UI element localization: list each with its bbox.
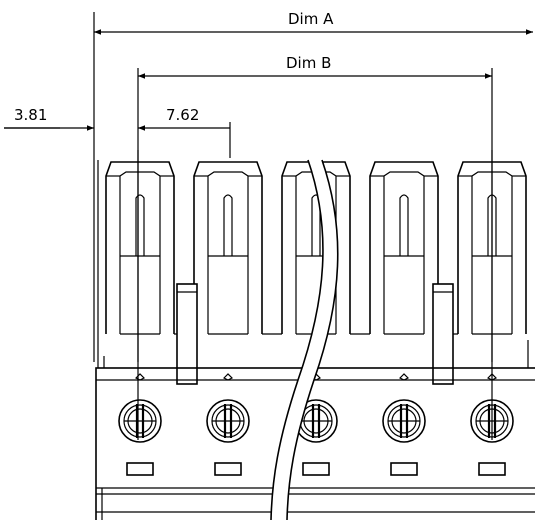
upper-housing: [97, 160, 529, 368]
dim-b-label: Dim B: [286, 54, 331, 72]
pin-socket: [105, 161, 175, 335]
locking-posts: [176, 283, 454, 385]
screw-terminal: [118, 399, 162, 443]
pin-sockets: [105, 161, 527, 335]
terminal-block-body: [95, 367, 535, 520]
position-marker: [486, 373, 498, 381]
position-marker: [134, 373, 146, 381]
position-marker: [222, 373, 234, 381]
wire-edge-right: [286, 159, 339, 520]
dim-a-label: Dim A: [288, 10, 334, 28]
wire-entry-slot: [478, 462, 506, 476]
pin-socket: [369, 161, 439, 335]
dim-extension-overlay: [137, 150, 493, 440]
wire-edge-left: [270, 159, 324, 520]
wire-entry-slot: [390, 462, 418, 476]
screw-terminal: [382, 399, 426, 443]
pitch-label: 7.62: [166, 106, 199, 124]
screw-terminal: [206, 399, 250, 443]
screw-terminal: [294, 399, 338, 443]
wire-entry-slot: [214, 462, 242, 476]
pin-socket: [193, 161, 263, 335]
wire: [270, 159, 339, 520]
position-marker: [398, 373, 410, 381]
wire-entry-slot: [302, 462, 330, 476]
wire-entry-slot: [126, 462, 154, 476]
offset-label: 3.81: [14, 106, 47, 124]
